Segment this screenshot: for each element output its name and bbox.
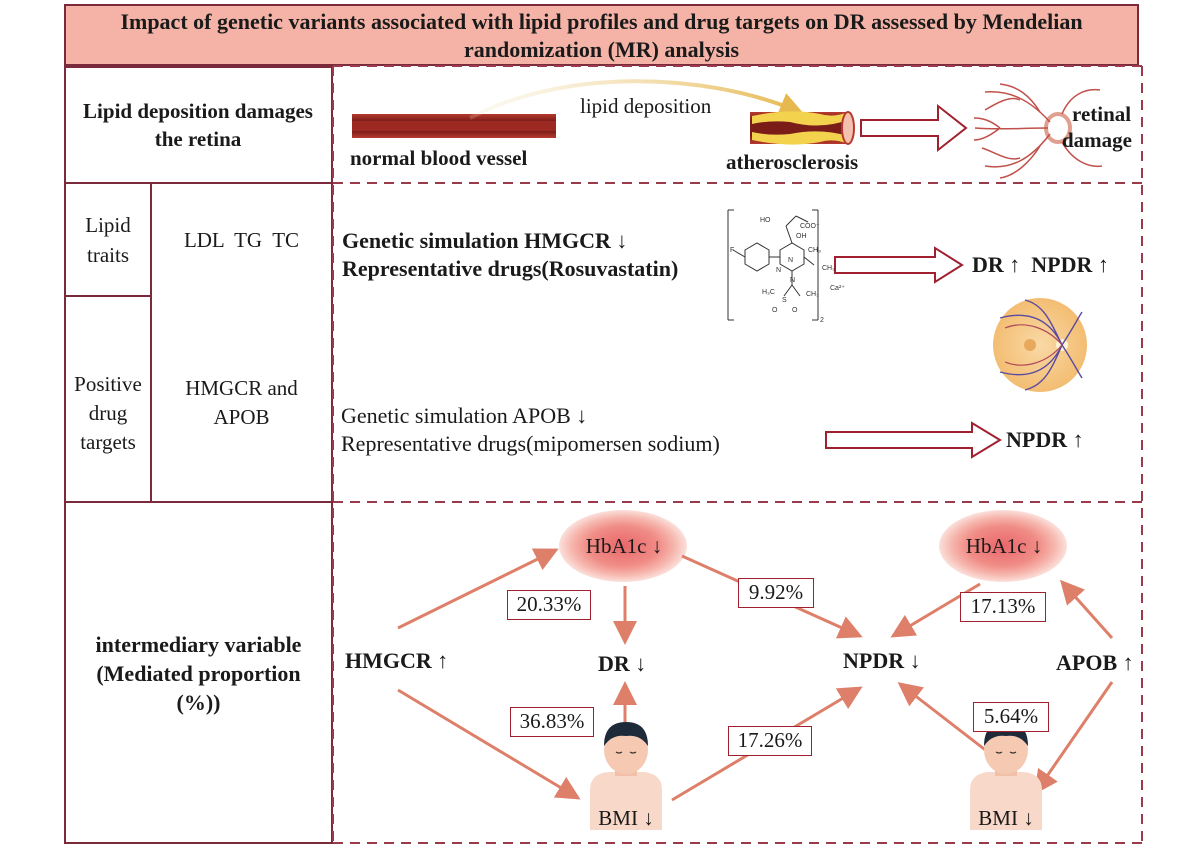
hmgcr-outcome: DR ↑ NPDR ↑: [972, 252, 1109, 277]
chem-label: CH₃: [806, 291, 819, 298]
chem-label: O: [772, 307, 778, 314]
eye-fundus-icon: [993, 298, 1087, 392]
drug-targets-label-3: targets: [80, 430, 136, 454]
lipid-traits-values: LDL TG TC: [183, 228, 300, 252]
chem-label: F: [730, 247, 734, 254]
lipid-deposition-arrow: [469, 79, 804, 120]
chem-label: HO: [760, 217, 771, 224]
right-panel-dashed-frame: [332, 65, 1143, 844]
proportion-bmi-npdr: 17.26%: [728, 726, 812, 756]
lipid-deposition-label-2: the retina: [154, 127, 242, 151]
proportion-hba1c-apob: 17.13%: [960, 592, 1046, 622]
npdr-node: NPDR ↓: [843, 648, 921, 673]
hba1c-right-ellipse: [939, 510, 1067, 582]
blood-vessel-icon: [352, 114, 556, 138]
hmgcr-simulation-line: Genetic simulation HMGCR ↓: [342, 228, 628, 253]
arrow-apob-hba1c: [1060, 579, 1114, 639]
lipid-deposition-label-1: Lipid deposition damages: [83, 99, 313, 123]
chem-label: 2: [820, 317, 824, 324]
drug-targets-values-1: HMGCR and: [185, 376, 298, 400]
proportion-hmgcr-bmi: 36.83%: [510, 707, 594, 737]
dr-node: DR ↓: [598, 651, 647, 676]
chem-labels: HO COO⁻ OH F N N CH₃ CH₃ H₃C S N O O CH₃…: [730, 217, 845, 324]
apob-node: APOB ↑: [1056, 650, 1134, 675]
proportion-hba1c-npdr: 9.92%: [738, 578, 814, 608]
arrow-hmgcr-hba1c: [397, 548, 559, 630]
atherosclerosis-vessel-icon: [750, 111, 855, 145]
lipid-traits-label-1: Lipid: [85, 213, 131, 237]
hmgcr-node: HMGCR ↑: [345, 648, 449, 673]
drug-targets-label-2: drug: [88, 401, 128, 425]
arrow-bmi-right-npdr: [897, 682, 989, 754]
lipid-deposition-caption: lipid deposition: [580, 94, 712, 118]
intermediary-label-2: (Mediated proportion: [96, 661, 301, 686]
drug-targets-label-1: Positive: [74, 372, 142, 396]
normal-blood-vessel-label: normal blood vessel: [350, 146, 528, 170]
chem-label: N: [776, 267, 781, 274]
drug-targets-values-2: APOB: [213, 405, 270, 429]
chem-label: O: [792, 307, 798, 314]
chem-label: OH: [796, 233, 807, 240]
hollow-arrow-hmgcr: [834, 246, 964, 284]
hba1c-left-ellipse: [559, 510, 687, 582]
proportion-hmgcr-hba1c: 20.33%: [507, 590, 591, 620]
lipid-traits-label-2: traits: [87, 243, 129, 267]
arrow-apob-bmi: [1034, 681, 1114, 795]
bmi-left-label: BMI ↓: [598, 806, 654, 830]
arrow-hmgcr-bmi: [397, 688, 581, 800]
hollow-arrow-retina: [860, 103, 968, 153]
proportion-apob-bmi: 5.64%: [973, 702, 1049, 732]
retinal-damage-label-2: damage: [1062, 128, 1132, 152]
person-bmi-icon: [590, 722, 662, 830]
bmi-right-label: BMI ↓: [978, 806, 1034, 830]
intermediary-label-1: intermediary variable: [95, 632, 302, 657]
rosuvastatin-structure-icon: [727, 209, 819, 321]
chem-label: CH₃: [822, 265, 835, 272]
apob-simulation-line: Genetic simulation APOB ↓: [341, 403, 588, 428]
retina-vessel-icon: [973, 83, 1103, 179]
chem-label: N: [788, 257, 793, 264]
intermediary-label-3: (%)): [176, 690, 221, 715]
title-line-2: randomization (MR) analysis: [464, 37, 739, 62]
chem-label: H₃C: [762, 289, 775, 296]
hba1c-right-label: HbA1c ↓: [965, 534, 1043, 558]
intermediary-cell: [64, 501, 333, 844]
title-line-1: Impact of genetic variants associated wi…: [120, 9, 1083, 34]
chem-label: Ca²⁺: [830, 285, 845, 292]
atherosclerosis-label: atherosclerosis: [726, 150, 859, 174]
apob-drug-line: Representative drugs(mipomersen sodium): [341, 431, 720, 456]
title-banner: Impact of genetic variants associated wi…: [64, 4, 1139, 66]
chem-label: N: [790, 277, 795, 284]
apob-outcome: NPDR ↑: [1006, 427, 1084, 452]
hmgcr-drug-line: Representative drugs(Rosuvastatin): [342, 256, 679, 281]
hba1c-left-label: HbA1c ↓: [585, 534, 663, 558]
chem-label: CH₃: [808, 247, 821, 254]
hollow-arrow-apob: [825, 421, 1002, 459]
retinal-damage-label-1: retinal: [1072, 102, 1132, 126]
chem-label: S: [782, 297, 787, 304]
chem-label: COO⁻: [800, 223, 820, 230]
